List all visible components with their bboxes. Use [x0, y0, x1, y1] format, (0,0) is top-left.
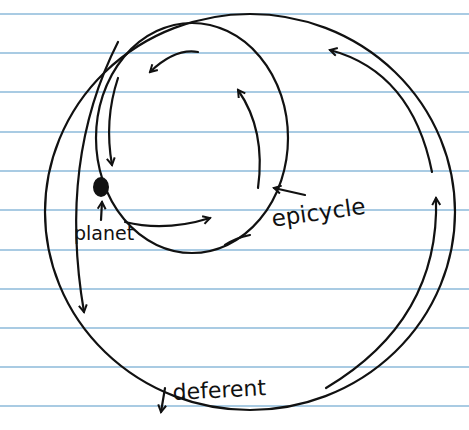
leader-arrow — [101, 202, 102, 220]
motion-arrow — [109, 78, 118, 165]
hand-label: planet — [74, 224, 134, 243]
motion-arrow — [225, 235, 250, 245]
planet-dot — [93, 177, 109, 197]
hand-label: epicycle — [270, 195, 367, 231]
epicycle-circle — [96, 23, 288, 253]
hand-label: deferent — [172, 377, 266, 404]
leader-arrow — [274, 188, 305, 195]
motion-arrow — [238, 90, 260, 188]
motion-arrow — [326, 198, 436, 388]
motion-arrow — [76, 42, 118, 312]
motion-arrow — [330, 50, 432, 172]
motion-arrow — [125, 218, 210, 226]
motion-arrow — [150, 51, 198, 72]
leader-arrow — [161, 388, 165, 412]
deferent-circle — [45, 14, 455, 410]
